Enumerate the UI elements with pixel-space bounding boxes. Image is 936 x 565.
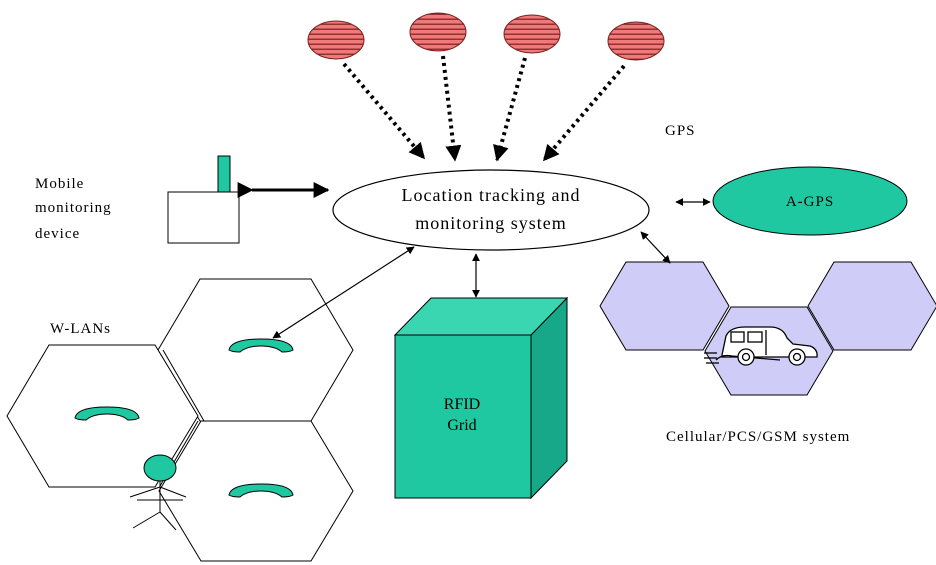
- agps-label: A-GPS: [786, 194, 834, 210]
- satellite-signal-arrows: [342, 55, 626, 162]
- center-label-line1: Location tracking and: [402, 185, 581, 205]
- rfid-label-line2: Grid: [447, 417, 476, 434]
- wlan-cell: [6, 344, 199, 488]
- satellite-arrow: [493, 57, 527, 162]
- device-antenna: [217, 155, 231, 193]
- wlan-label: W-LANs: [50, 321, 111, 337]
- satellite-icon: [503, 14, 561, 54]
- satellite-arrow: [441, 55, 462, 162]
- satellite-icon: [607, 21, 665, 61]
- mobile-monitoring-device: [167, 155, 240, 244]
- gps-satellites: [307, 12, 665, 61]
- cellular-cell: [807, 261, 936, 351]
- satellite-arrow: [342, 62, 426, 160]
- wlan-cells: [6, 278, 354, 562]
- satellite-icon: [307, 20, 365, 60]
- device-body: [167, 191, 240, 244]
- access-points: [74, 338, 294, 498]
- satellite-arrow: [542, 64, 626, 162]
- rfid-label-line1: RFID: [444, 396, 480, 413]
- rfid-cube-front: [394, 334, 532, 499]
- center-label-line2: monitoring system: [415, 213, 567, 233]
- car-icon: [704, 326, 818, 366]
- agps-node: A-GPS: [712, 166, 908, 236]
- cellular-label: Cellular/PCS/GSM system: [666, 429, 850, 445]
- access-point-icon: [74, 406, 140, 421]
- mobile-label-line3: device: [35, 226, 80, 242]
- gps-label: GPS: [665, 123, 696, 139]
- wlan-link-arrow: [272, 246, 415, 339]
- person-icon: [129, 454, 187, 531]
- wlan-boundary: [162, 349, 205, 422]
- mobile-label-line1: Mobile: [35, 176, 84, 192]
- location-tracking-system: Location tracking and monitoring system: [332, 169, 650, 251]
- satellite-icon: [409, 12, 467, 52]
- cellular-cell: [599, 261, 730, 351]
- access-point-icon: [228, 338, 294, 353]
- cellular-link-arrow: [640, 231, 671, 264]
- mobile-label-line2: monitoring: [35, 200, 112, 216]
- access-point-icon: [228, 483, 294, 498]
- rfid-grid: RFID Grid: [393, 296, 569, 500]
